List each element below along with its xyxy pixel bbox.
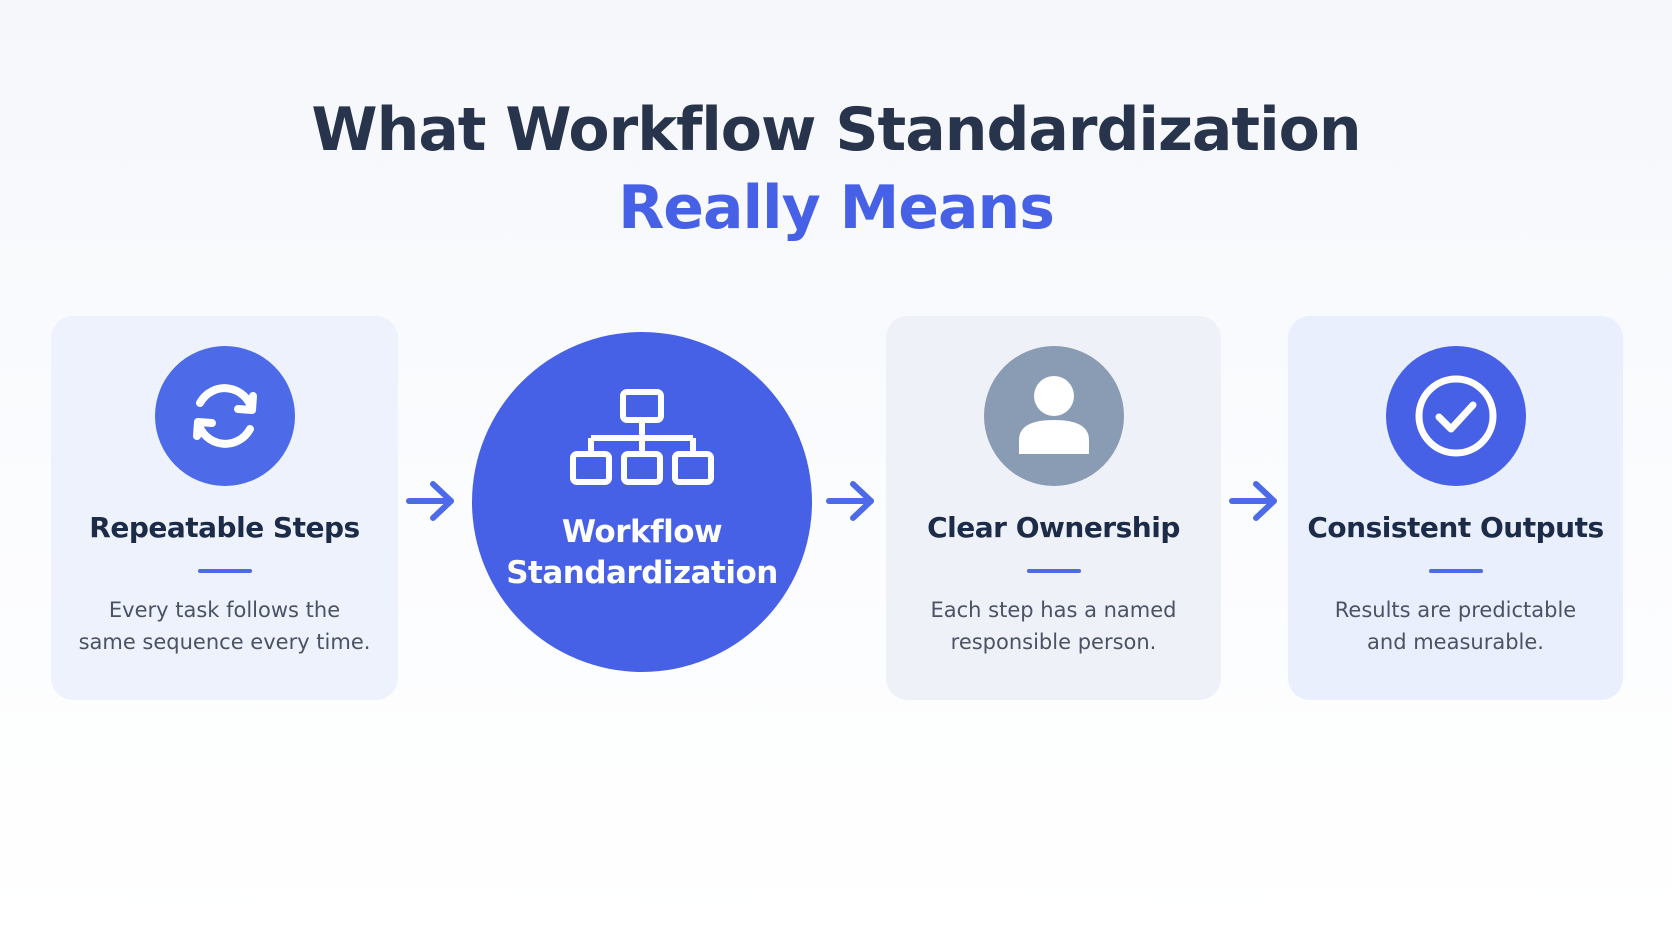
refresh-icon — [155, 346, 295, 486]
card-consistent-outputs: Consistent Outputs Results are predictab… — [1288, 316, 1623, 700]
arrow-right-icon — [406, 481, 454, 521]
card-description-line: and measurable. — [1367, 630, 1544, 654]
card-description: Results are predictable and measurable. — [1298, 594, 1613, 658]
arrow-right-icon — [826, 481, 874, 521]
divider — [1026, 569, 1081, 573]
hub-label: Workflow Standardization — [472, 512, 812, 594]
arrow-right-icon — [1229, 481, 1277, 521]
page-title: What Workflow Standardization — [311, 95, 1361, 165]
card-repeatable-steps: Repeatable Steps Every task follows the … — [51, 316, 398, 700]
hub-label-line: Standardization — [506, 555, 778, 591]
card-description-line: Each step has a named — [930, 598, 1177, 622]
hub-workflow-standardization: Workflow Standardization — [472, 332, 812, 672]
card-description-line: responsible person. — [950, 630, 1157, 654]
divider — [197, 569, 252, 573]
card-title: Repeatable Steps — [89, 511, 360, 544]
card-title: Consistent Outputs — [1307, 511, 1604, 544]
card-description: Each step has a named responsible person… — [896, 594, 1211, 658]
card-description: Every task follows the same sequence eve… — [61, 594, 388, 658]
card-description-line: Results are predictable — [1334, 598, 1577, 622]
checkmark-icon — [1386, 346, 1526, 486]
hierarchy-icon — [570, 389, 714, 485]
card-description-line: Every task follows the — [108, 598, 341, 622]
divider — [1428, 569, 1483, 573]
card-title: Clear Ownership — [927, 511, 1180, 544]
hub-label-line: Workflow — [561, 514, 723, 550]
card-description-line: same sequence every time. — [78, 630, 371, 654]
page-title-highlight: Really Means — [618, 173, 1055, 243]
person-icon — [984, 346, 1124, 486]
card-clear-ownership: Clear Ownership Each step has a named re… — [886, 316, 1221, 700]
